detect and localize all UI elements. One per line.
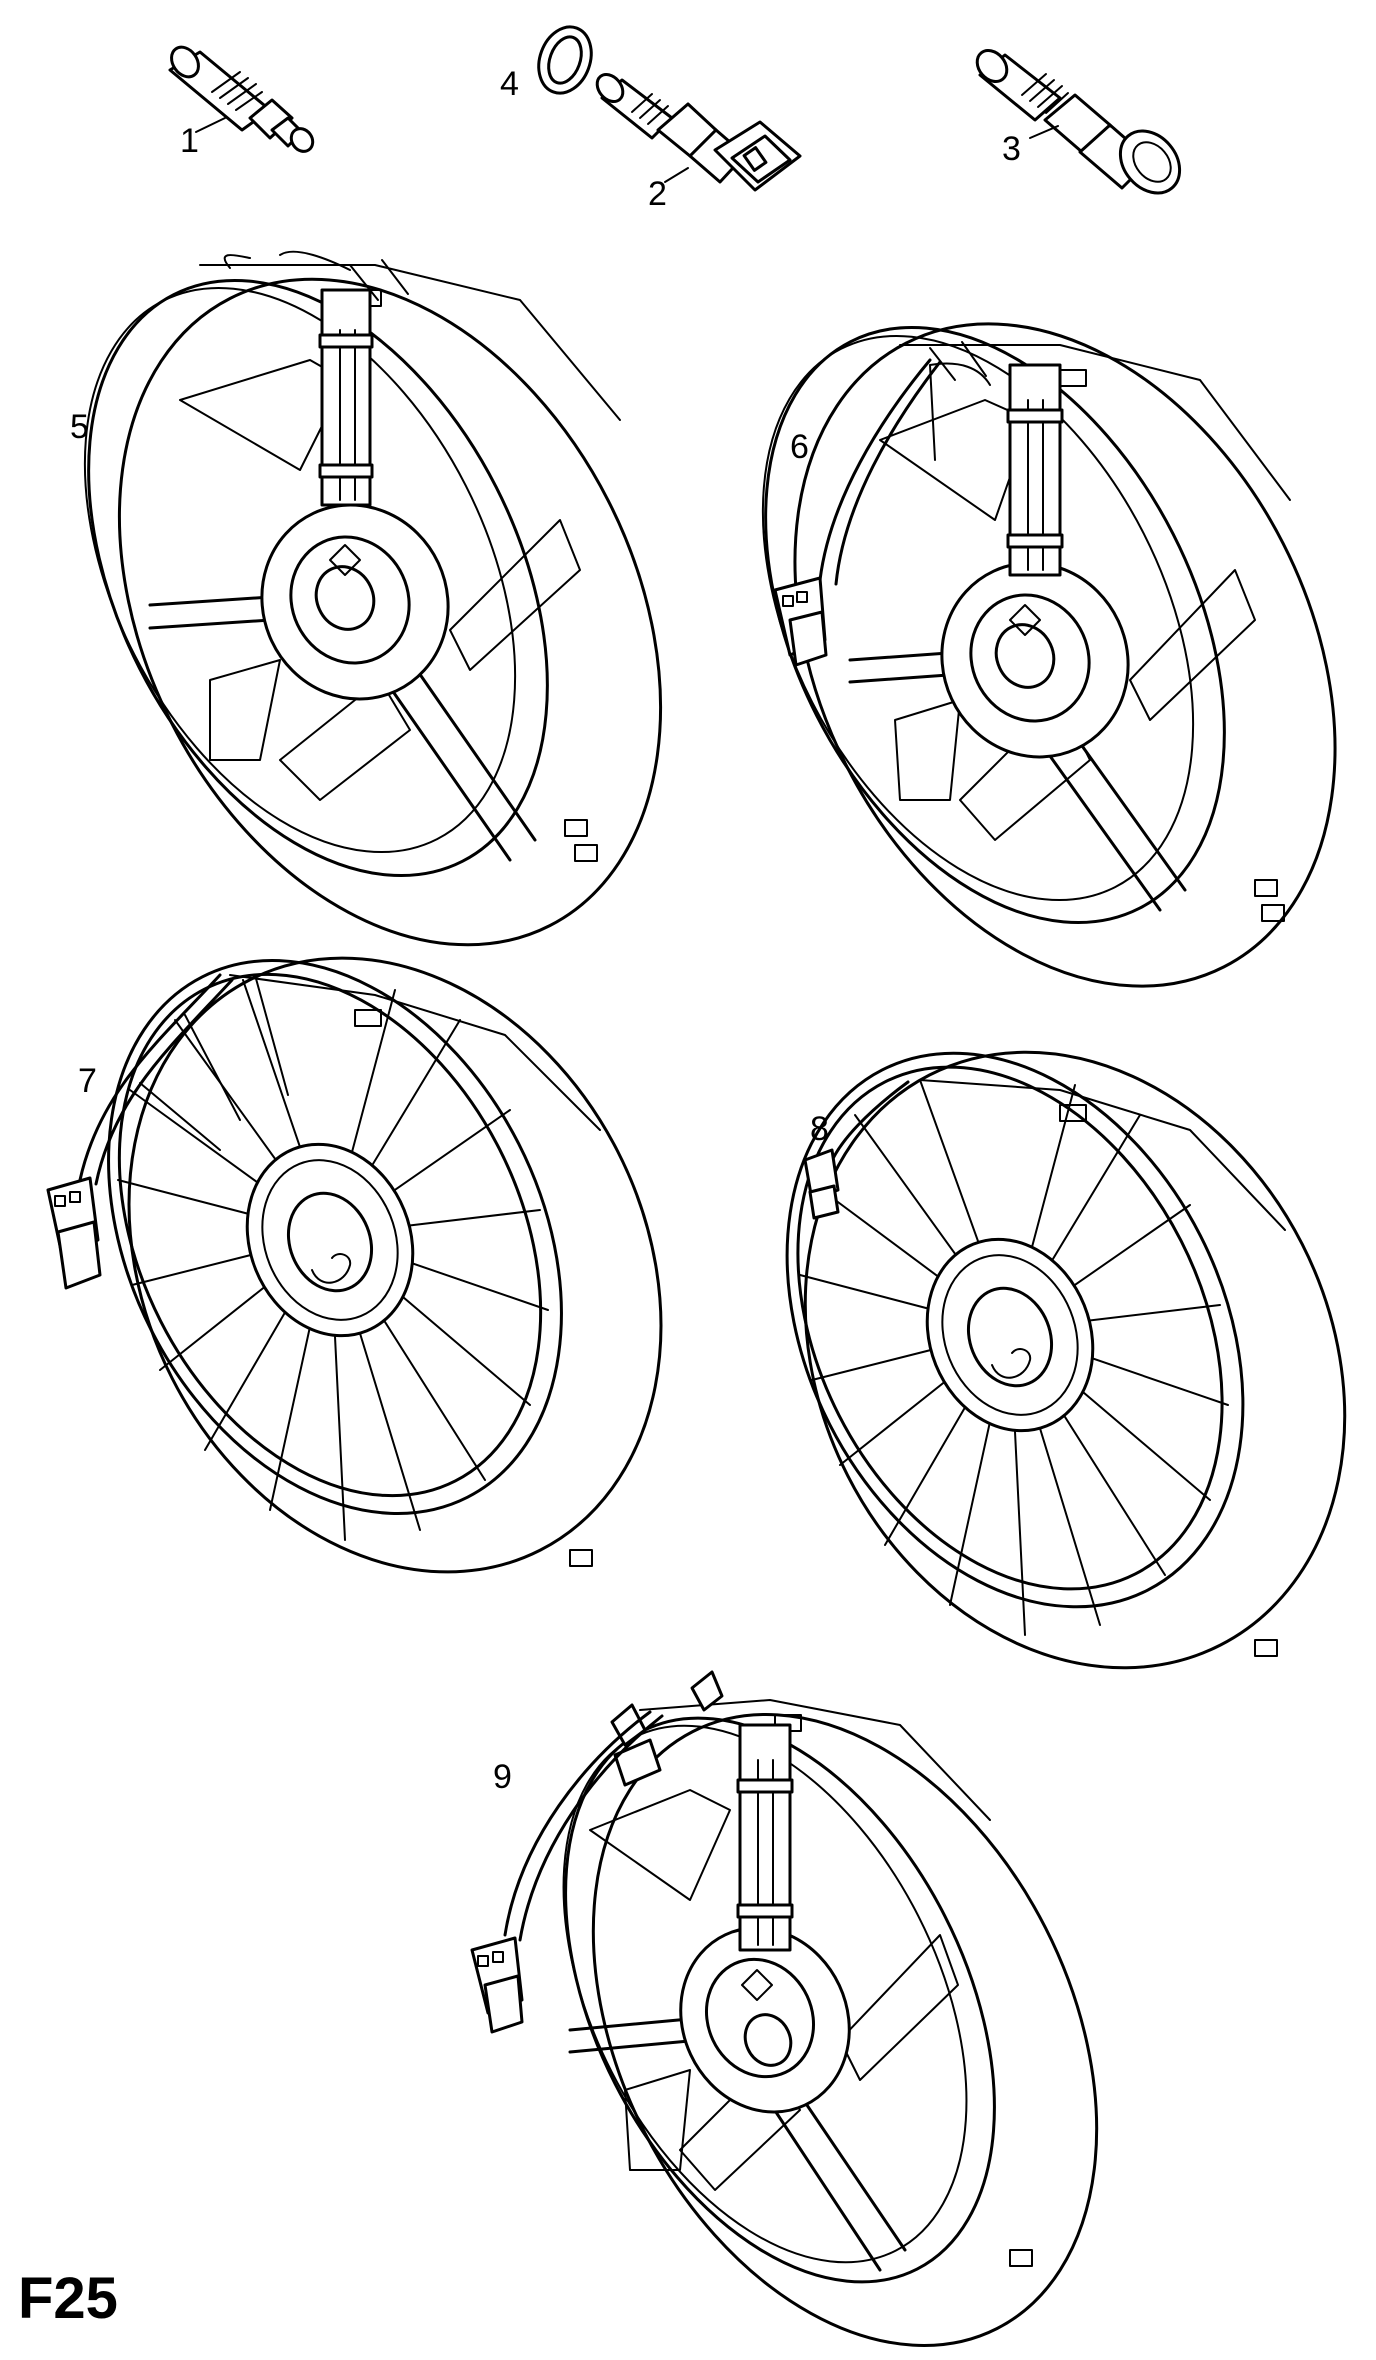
part-6-fan-assembly[interactable] <box>672 232 1376 1078</box>
part-9-fan-assembly[interactable] <box>470 1629 1198 2360</box>
part-2-sensor-with-connector[interactable] <box>592 69 802 192</box>
part-5-fan-assembly[interactable] <box>0 187 768 1037</box>
part-1-sensor[interactable] <box>166 42 317 156</box>
leader-line-2 <box>664 167 689 183</box>
part-4-sealing-ring[interactable] <box>530 19 600 100</box>
part-3-temperature-switch[interactable] <box>971 45 1192 205</box>
leader-line-1 <box>195 117 226 133</box>
part-7-fan-assembly[interactable] <box>19 866 763 1663</box>
callout-6: 6 <box>790 428 809 466</box>
callout-8: 8 <box>810 1110 829 1148</box>
callout-3: 3 <box>1002 130 1021 168</box>
callout-4: 4 <box>500 65 519 103</box>
callout-7: 7 <box>78 1062 97 1100</box>
callout-1: 1 <box>180 122 199 160</box>
part-8-fan-assembly[interactable] <box>697 959 1376 1761</box>
leader-line-3 <box>1029 125 1059 139</box>
callout-9: 9 <box>493 1758 512 1796</box>
diagram-code-label: F25 <box>18 2266 118 2331</box>
callout-2: 2 <box>648 175 667 213</box>
callout-5: 5 <box>70 408 89 446</box>
